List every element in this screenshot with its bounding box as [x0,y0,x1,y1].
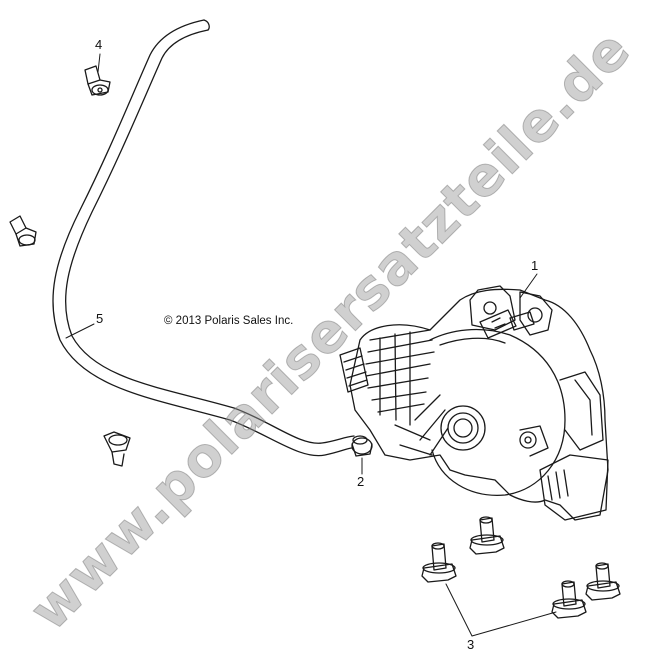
callout-1: 1 [531,258,539,273]
callout-2: 2 [357,474,365,489]
vent-hose [52,19,355,457]
callout-3: 3 [467,637,475,652]
hose-clip-top [84,65,111,96]
leader-lines [65,53,557,637]
mounting-bolts [421,516,621,619]
hose-clip-middle [9,215,37,247]
callout-5: 5 [96,311,104,326]
gearcase-assembly [339,285,609,521]
copyright-notice: © 2013 Polaris Sales Inc. [164,315,294,327]
hose-clip-bottom [103,431,131,467]
hose-clamp [351,435,373,457]
callout-4: 4 [95,37,103,52]
